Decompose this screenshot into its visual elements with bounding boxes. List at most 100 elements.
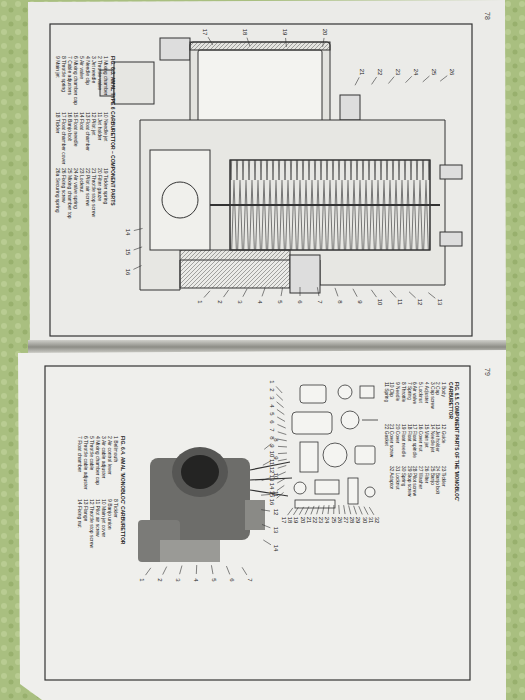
part-item: 23 Tickler: [440, 466, 446, 508]
leader-line: [163, 567, 167, 575]
list-column: 12 Guide13 Jet holder14 Needle jet15 Mai…: [383, 424, 446, 466]
leader-line: [440, 76, 447, 82]
callout-number: 25: [331, 517, 337, 524]
part-item: 12 Guide: [440, 424, 446, 466]
leader-line: [133, 266, 141, 270]
part-item: 5 Locknut: [417, 382, 423, 424]
callout-number: 10: [269, 451, 275, 458]
part-item: 7 Spring: [406, 382, 412, 424]
leader-line: [263, 540, 271, 545]
leader-line: [335, 288, 338, 296]
part-item: 2 Cap: [435, 382, 441, 424]
parts-list: 1 Body2 Cap3 Cap screw4 Adjuster5 Locknu…: [383, 382, 446, 508]
leader-line: [223, 290, 228, 297]
callout-number: 2: [269, 388, 275, 391]
callout-number: 14: [273, 545, 279, 552]
leader-line: [405, 76, 411, 82]
list-column: 1 Bellmouth2 Air control lever3 Air cabl…: [77, 436, 119, 499]
leader-line: [243, 289, 247, 297]
leader-line: [288, 508, 293, 515]
part-item: 26 Fixing screw: [61, 168, 67, 224]
part-item: 22 Gasket: [383, 424, 389, 466]
leader-line: [261, 510, 270, 511]
leader-line: [146, 568, 151, 575]
callout-number: 8: [269, 436, 275, 439]
callout-number: 4: [269, 404, 275, 407]
callout-number: 2: [157, 578, 163, 581]
callout-number: 1: [197, 300, 203, 303]
left-page: [28, 0, 506, 347]
callout-number: 16: [269, 499, 275, 506]
part-item: 20 Filter gauze: [97, 168, 103, 224]
parts-list: 1 Mixing chamber2 Throttle valve3 Jet ne…: [55, 56, 109, 226]
callout-number: 27: [343, 517, 349, 524]
part-item: 14 Float: [79, 112, 85, 168]
leader-line: [299, 507, 303, 515]
callout-number: 15: [269, 491, 275, 498]
figure-caption: FIG. 6.5. COMPONENT PARTS OF THE 'MONOBL…: [383, 382, 459, 508]
figure-caption: FIG. 6.3. AMAL TYPE 6 CARBURETTOR – COMP…: [55, 56, 116, 226]
leader-line: [262, 524, 270, 527]
part-item: 10 Clip: [389, 382, 395, 424]
part-item: 3 Jet needle: [91, 56, 97, 112]
part-item: 11 Jet holder: [97, 112, 103, 168]
part-item: 7 Cable adjusters: [67, 56, 73, 112]
leader-line: [180, 566, 182, 575]
part-item: 5 Throttle cable: [89, 436, 95, 499]
callout-number: 29: [355, 517, 361, 524]
part-item: 1 Mixing chamber: [103, 56, 109, 112]
leader-line: [278, 432, 287, 435]
callout-number: 13: [269, 475, 275, 482]
part-item: 16 Cover nut: [417, 424, 423, 466]
part-item: 13 Flange: [83, 499, 89, 562]
callout-number: 9: [357, 300, 363, 303]
part-item: 3 Air cable adjuster: [101, 436, 107, 499]
part-item: 12 Throttle stop screw: [89, 499, 95, 562]
leader-line: [134, 247, 142, 250]
part-item: 9 Main jet: [55, 56, 61, 112]
part-item: 30 Spring: [400, 466, 406, 508]
callout-number: 22: [377, 69, 383, 76]
callout-number: 24: [324, 517, 330, 524]
part-item: 11 Pilot air screw: [95, 499, 101, 562]
part-item: 1 Body: [440, 382, 446, 424]
callout-number: 14: [125, 229, 131, 236]
callout-number: 5: [211, 578, 217, 581]
part-item: 27 Washer: [417, 466, 423, 508]
leader-line: [322, 505, 324, 514]
callout-number: 6: [229, 578, 235, 581]
callout-number: 12: [269, 467, 275, 474]
callout-number: 21: [359, 69, 365, 76]
leader-line: [285, 38, 287, 47]
callout-number: 17: [202, 29, 208, 36]
callout-number: 21: [306, 517, 312, 524]
callout-number: 31: [368, 517, 374, 524]
leader-line: [328, 505, 330, 514]
callout-number: 7: [269, 428, 275, 431]
carburettor-section: [100, 38, 462, 293]
callout-number: 13: [273, 527, 279, 534]
part-item: 26a Securing spring: [55, 168, 61, 224]
leader-line: [204, 291, 210, 298]
leader-line: [277, 409, 284, 414]
part-item: 19 Float needle: [400, 424, 406, 466]
leader-line: [353, 289, 357, 297]
caption-title: FIG. 6.3. AMAL TYPE 6 CARBURETTOR – COMP…: [110, 56, 116, 226]
part-item: 21 Cover screw: [389, 424, 395, 466]
callout-number: 5: [277, 300, 283, 303]
callout-number: 15: [125, 249, 131, 256]
part-item: 9 Needle: [394, 382, 400, 424]
list-column: 8 Tickler9 Banjo union10 Main jet cover1…: [77, 499, 119, 562]
leader-line: [388, 77, 394, 84]
part-item: 18 Float: [406, 424, 412, 466]
part-item: 8 Throttle spring: [61, 56, 67, 112]
callout-number: 11: [397, 299, 403, 305]
callout-number: 5: [269, 412, 275, 415]
part-item: 8 Throttle: [400, 382, 406, 424]
part-item: 20 Cover: [394, 424, 400, 466]
part-item: 7 Float chamber: [77, 436, 83, 499]
part-item: 8 Tickler: [113, 499, 119, 562]
leader-line: [242, 567, 247, 575]
part-item: 14 Needle jet: [429, 424, 435, 466]
leader-line: [278, 446, 287, 448]
